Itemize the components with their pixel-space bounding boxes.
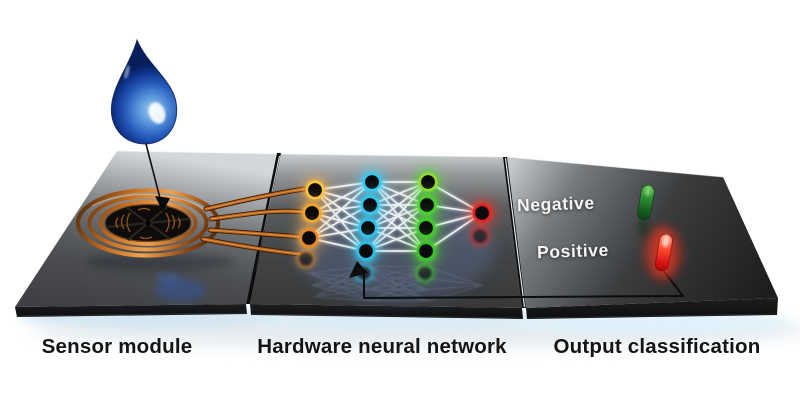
coil-wires: [200, 186, 307, 257]
caption-hardware-neural-network: Hardware neural network: [257, 335, 507, 358]
network-haze: [295, 193, 495, 303]
network-link: [311, 285, 373, 302]
nn-node-hidden-1-4: [356, 241, 376, 261]
nn-node-hidden-1-2: [360, 195, 380, 215]
caption-output-classification: Output classification: [553, 335, 761, 358]
network-link: [308, 272, 371, 290]
nn-node-input-3: [299, 228, 319, 248]
nn-node-hidden-1-3: [358, 218, 378, 238]
caption-sensor-module: Sensor module: [41, 335, 193, 358]
network-link: [365, 227, 427, 252]
negative-led-icon: [637, 184, 655, 238]
water-droplet-icon: [110, 38, 178, 145]
positive-led-icon: [641, 223, 685, 283]
network-link: [365, 181, 429, 252]
network-link: [311, 212, 367, 252]
network-link: [308, 227, 369, 239]
network-link: [365, 266, 427, 279]
network-link: [369, 289, 429, 302]
nn-node-output-reflection: [471, 226, 490, 245]
nn-node-hidden-2-3: [416, 218, 436, 238]
nn-node-input-reflection: [297, 249, 316, 268]
feedback-arrowhead: [349, 261, 368, 278]
nn-node-input-1: [305, 180, 325, 200]
network-link: [314, 181, 373, 191]
feedback-loop: [349, 261, 686, 300]
nn-node-hidden-2-4: [416, 241, 436, 261]
network-links-reflection: [308, 266, 483, 302]
network-link: [369, 181, 429, 206]
surface-reflections: [85, 253, 235, 301]
network-link: [308, 272, 373, 302]
nn-node-hidden-2-reflection: [416, 264, 435, 283]
network-link: [365, 266, 428, 290]
nn-node-hidden-2-1: [418, 172, 438, 192]
panel-dividers: [116, 150, 724, 308]
positive-label: Positive: [536, 239, 610, 263]
network-link: [427, 181, 483, 214]
network-link: [311, 181, 373, 214]
network-link: [367, 181, 429, 229]
slab-front-faces: [15, 298, 778, 319]
network-nodes: [299, 172, 492, 261]
sensor-coil-icon: [75, 186, 307, 258]
network-nodes-reflection: [297, 226, 490, 283]
network-link: [426, 285, 483, 290]
nn-node-hidden-1-1: [362, 172, 382, 192]
network-link: [308, 204, 371, 239]
network-link: [308, 181, 373, 239]
nn-node-output-1: [472, 203, 492, 223]
negative-label: Negative: [516, 192, 596, 216]
network-link: [308, 237, 367, 252]
needle: [144, 139, 163, 207]
network-link: [365, 266, 429, 302]
network-link: [425, 277, 483, 286]
network-link: [365, 204, 428, 252]
nn-node-input-2: [302, 203, 322, 223]
needle-tip: [155, 196, 170, 212]
electrode-disc: [104, 203, 192, 243]
network-link: [314, 296, 373, 302]
nn-node-hidden-2-2: [417, 195, 437, 215]
droplet-assembly: [110, 38, 178, 212]
network-link: [425, 212, 483, 252]
network-link: [425, 212, 483, 229]
network-link: [425, 266, 483, 286]
